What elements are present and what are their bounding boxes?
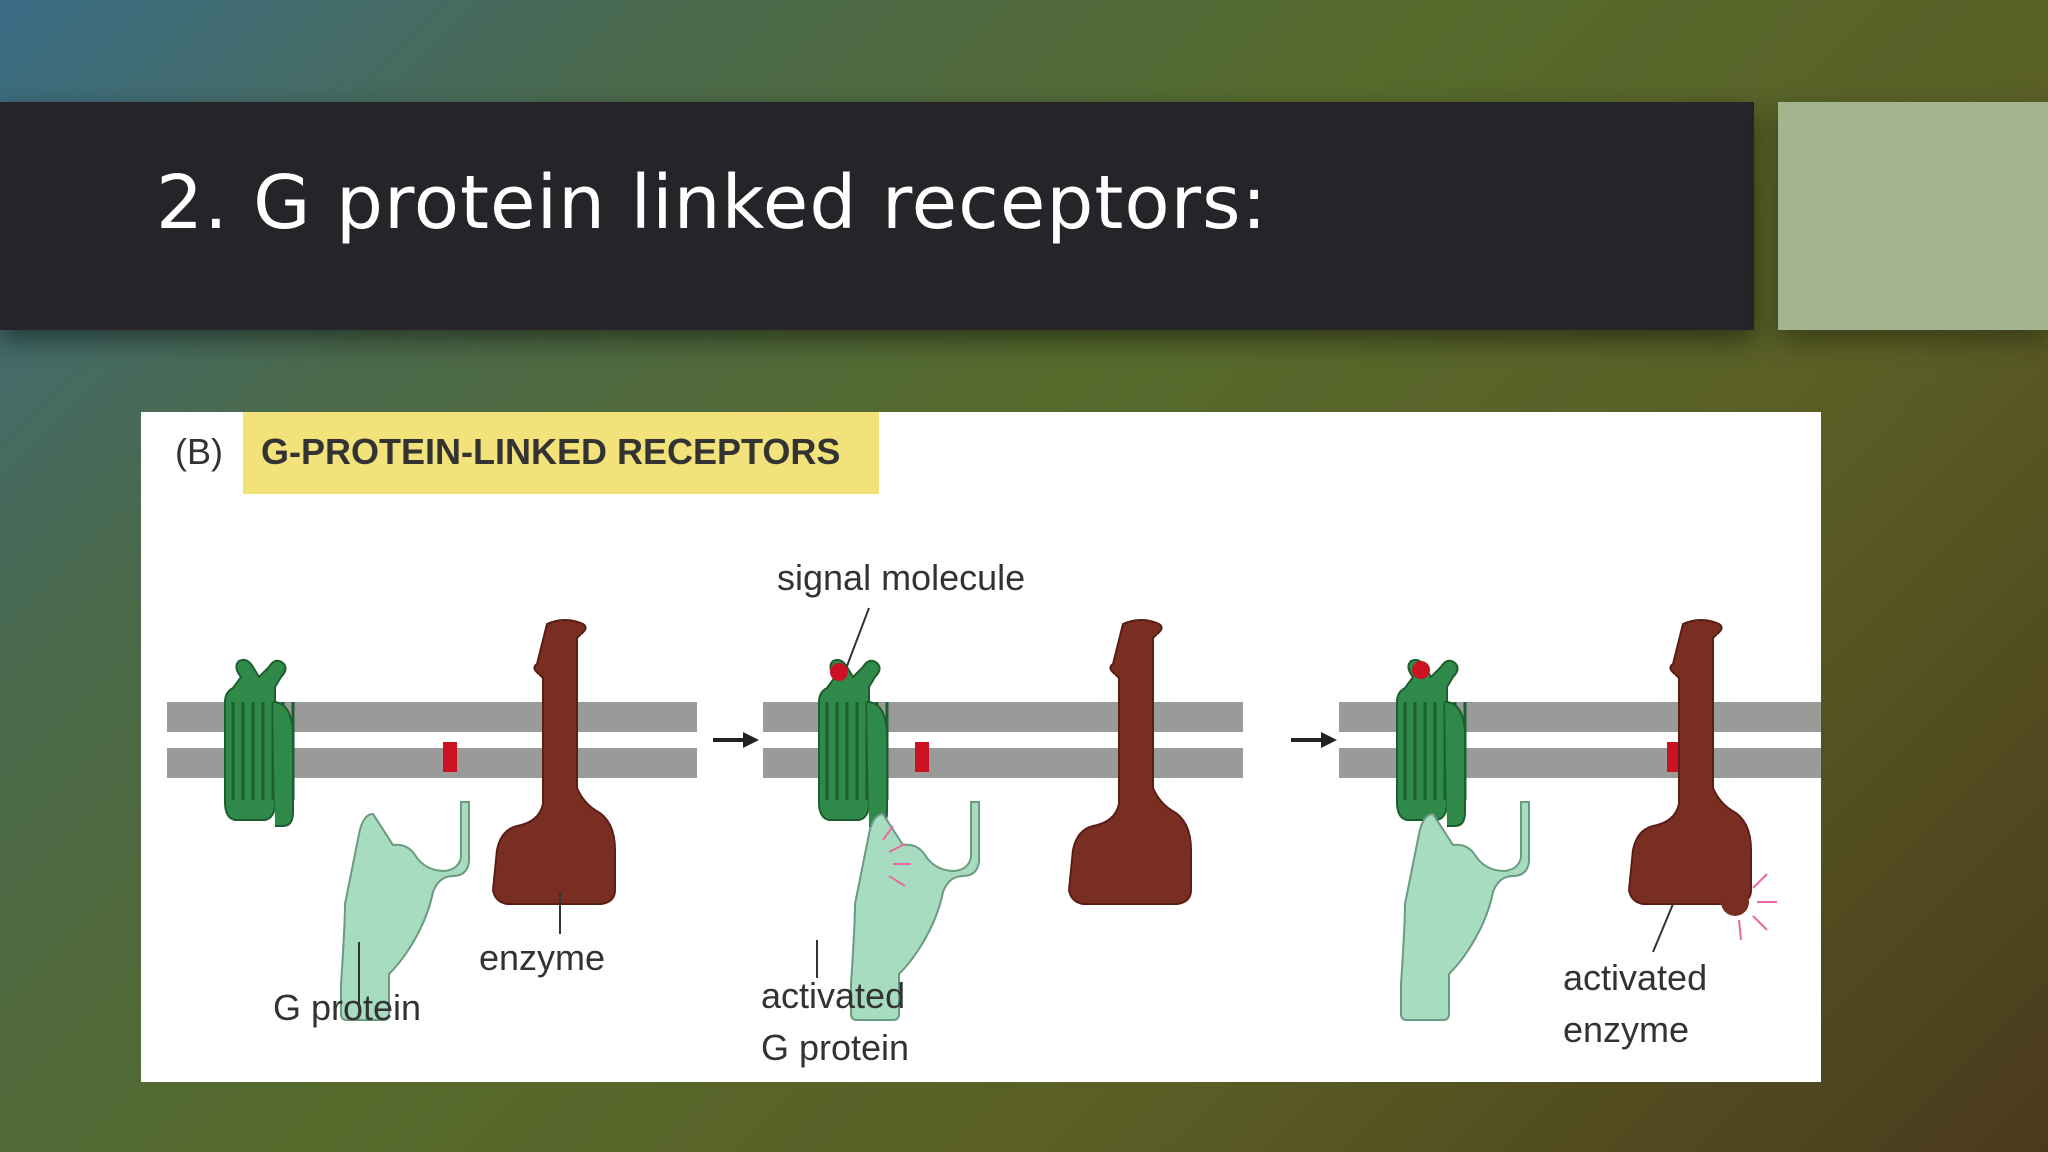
arrow-icon (1291, 732, 1337, 748)
arrow-icon (713, 732, 759, 748)
receptor-icon (817, 658, 889, 828)
enzyme-active-site (1721, 888, 1749, 916)
signal-molecule-icon (1412, 661, 1430, 679)
label-activated-enzyme-2: enzyme (1563, 1009, 1689, 1050)
g-protein-anchor (1667, 742, 1681, 772)
label-activated-g-protein-2: G protein (761, 1027, 909, 1068)
slide-title: 2. G protein linked receptors: (156, 160, 1268, 246)
title-bar: 2. G protein linked receptors: (0, 102, 1754, 330)
label-g-protein: G protein (273, 987, 421, 1028)
activation-burst-icon (1738, 873, 1777, 941)
header-highlight (243, 412, 879, 494)
receptor-icon (223, 658, 295, 828)
diagram-svg: (B) G-PROTEIN-LINKED RECEPTORS (167, 412, 1821, 1068)
label-enzyme: enzyme (479, 937, 605, 978)
label-signal-molecule: signal molecule (777, 557, 1025, 598)
g-protein-anchor (915, 742, 929, 772)
label-activated-g-protein-1: activated (761, 975, 905, 1016)
diagram-figure: (B) G-PROTEIN-LINKED RECEPTORS (141, 412, 1821, 1082)
g-protein-icon (1400, 801, 1530, 1021)
panel-title: G-PROTEIN-LINKED RECEPTORS (261, 431, 840, 472)
label-activated-enzyme-1: activated (1563, 957, 1707, 998)
panel-letter: (B) (175, 431, 223, 472)
receptor-icon (1395, 658, 1467, 828)
g-protein-anchor (443, 742, 457, 772)
signal-molecule-icon (830, 663, 848, 681)
accent-block (1778, 102, 2048, 330)
activation-burst-icon (882, 825, 911, 887)
